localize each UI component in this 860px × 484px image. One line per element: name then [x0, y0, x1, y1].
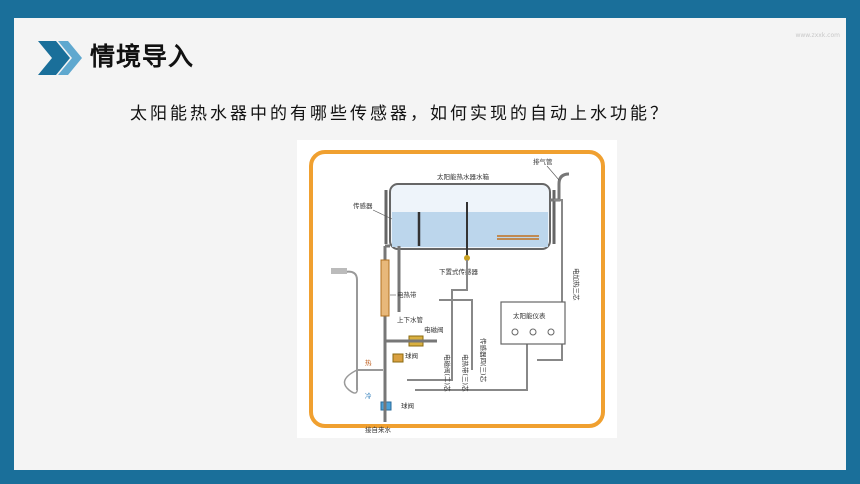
cold-label: 冷	[365, 391, 372, 400]
solenoid-valve-label: 电磁阀	[424, 325, 444, 334]
ball-valve-label-1: 球阀	[405, 351, 418, 360]
exhaust-pipe-label: 排气管	[533, 157, 553, 166]
question-text: 太阳能热水器中的有哪些传感器，如何实现的自动上水功能？	[130, 104, 670, 124]
solenoid-2core-label: 电磁阀(二)芯	[443, 354, 452, 392]
up-down-pipe-label: 上下水管	[397, 315, 424, 324]
watermark: www.zxxk.com	[795, 32, 840, 39]
heat-tape-3core-label: 电热带(三)芯	[461, 354, 470, 392]
tank-label: 太阳能热水器水箱	[437, 172, 490, 181]
slide-canvas: 情境导入 www.zxxk.com 太阳能热水器中的有哪些传感器，如何实现的自动…	[14, 18, 846, 470]
meter-box	[500, 301, 566, 345]
diagram-border	[309, 150, 605, 428]
bottom-sensor-label: 下置式传感器	[439, 267, 479, 276]
solar-heater-diagram: 排气管 太阳能热水器水箱 传感器 下置式传感器 电热带 上下水管 太阳能仪表	[297, 140, 617, 438]
sensor-label: 传感器	[353, 201, 373, 210]
shower-head	[331, 268, 347, 274]
chevron-icon	[38, 41, 82, 75]
heat-tape	[380, 259, 390, 317]
meter-label: 太阳能仪表	[513, 311, 546, 320]
ball-valve-label-2: 球阀	[401, 401, 414, 410]
electric-heating-label: 电加热三芯	[572, 268, 581, 301]
tank-water	[392, 212, 548, 247]
hot-label: 热	[365, 358, 372, 367]
tap-water-label: 接自来水	[365, 425, 392, 434]
page-title: 情境导入	[90, 42, 195, 71]
heat-tape-label: 电热带	[397, 290, 417, 299]
sensor-4core-label: 传感器四(三)芯	[479, 338, 488, 383]
